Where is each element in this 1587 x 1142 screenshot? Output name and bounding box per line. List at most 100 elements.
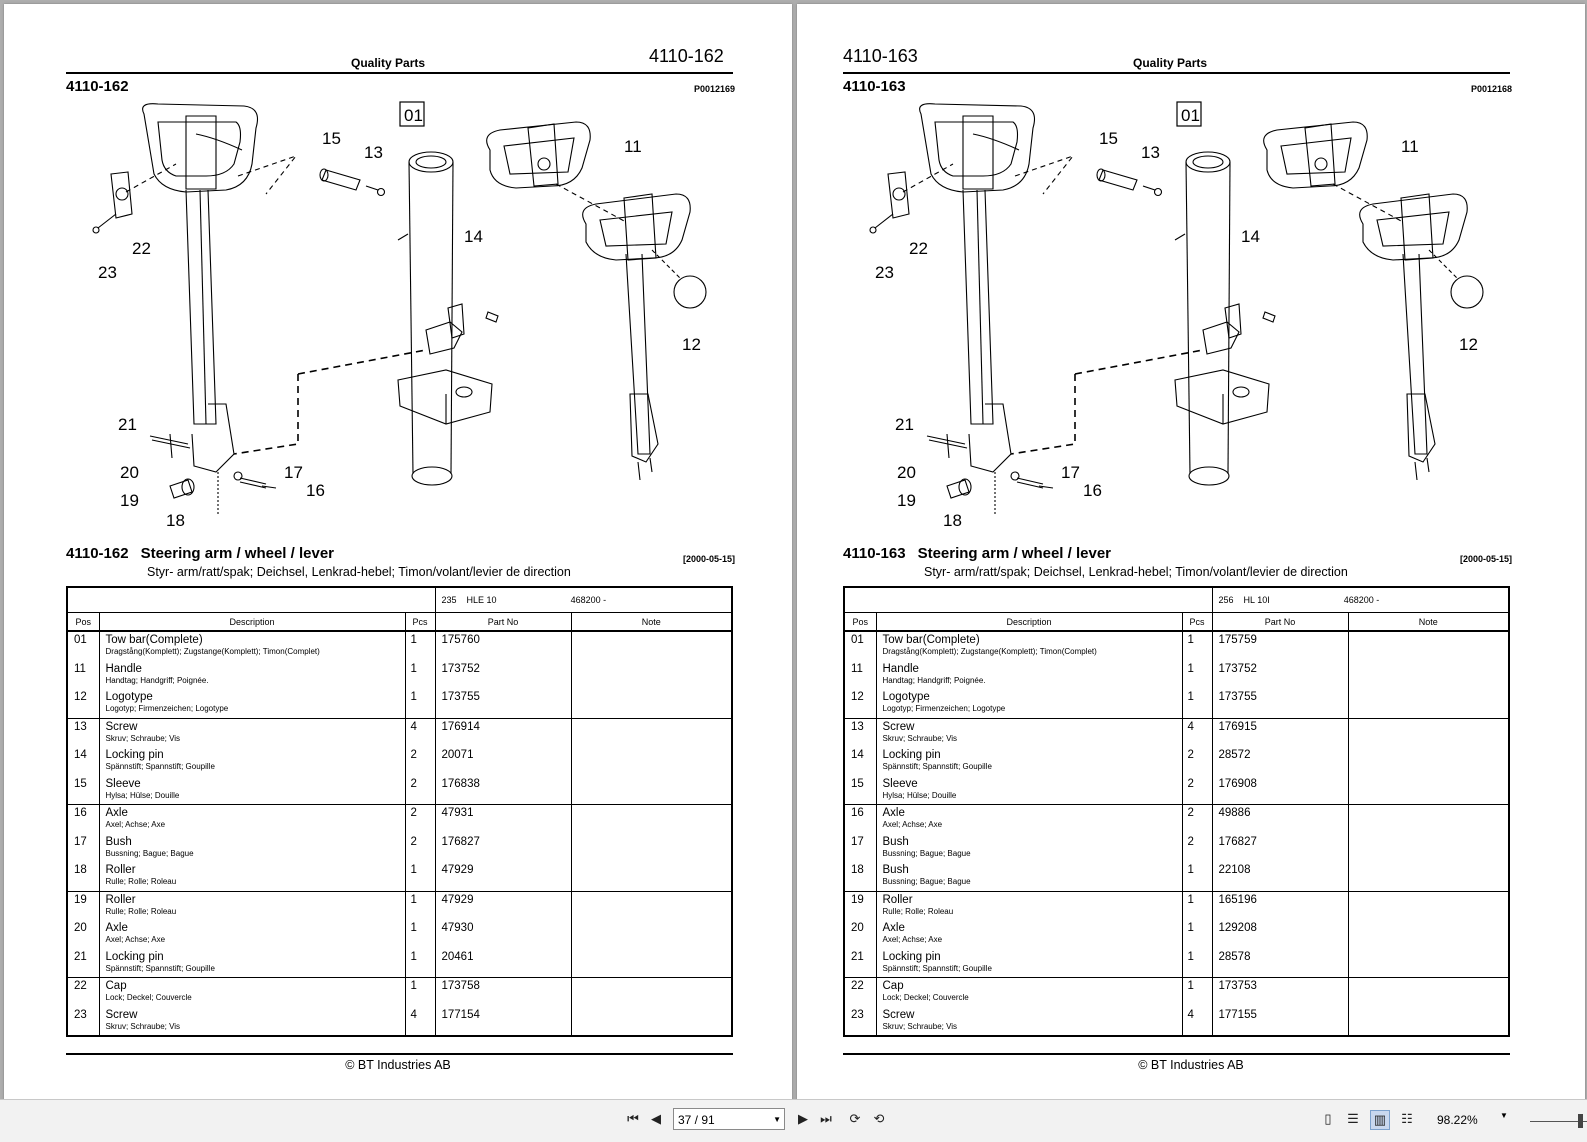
row-part-no: 173755 bbox=[435, 689, 572, 719]
row-translations: Dragstång(Komplett); Zugstange(Komplett)… bbox=[882, 647, 1097, 656]
zoom-dropdown-icon[interactable]: ▼ bbox=[1500, 1111, 1508, 1120]
two-page-view-icon[interactable]: ▥ bbox=[1370, 1110, 1390, 1130]
row-pos: 12 bbox=[67, 689, 100, 719]
row-part-no: 20461 bbox=[435, 948, 572, 978]
row-translations: Skruv; Schraube; Vis bbox=[105, 733, 181, 743]
title-number: 4110-163 bbox=[843, 78, 906, 95]
row-note bbox=[1348, 1007, 1509, 1037]
row-name: Cap bbox=[105, 980, 127, 992]
row-name: Roller bbox=[882, 893, 913, 906]
row-name: Roller bbox=[105, 864, 136, 876]
document-page-left: Quality Parts 4110-162 4110-162 P0012169 bbox=[4, 4, 792, 1105]
row-pos: 11 bbox=[844, 660, 877, 689]
row-pcs: 4 bbox=[1182, 718, 1213, 747]
row-pcs: 1 bbox=[1182, 948, 1213, 978]
image-id: P0012169 bbox=[693, 84, 735, 94]
row-note bbox=[1348, 718, 1509, 747]
row-pos: 15 bbox=[67, 775, 100, 805]
row-note bbox=[1348, 948, 1509, 978]
header-rule bbox=[66, 72, 733, 74]
callout-label: 11 bbox=[624, 137, 642, 156]
row-pcs: 2 bbox=[1182, 833, 1213, 862]
row-translations: Handtag; Handgriff; Poignée. bbox=[882, 675, 986, 685]
row-name: Screw bbox=[882, 720, 915, 733]
row-name: Locking pin bbox=[882, 749, 941, 761]
row-pos: 19 bbox=[67, 891, 100, 920]
callout-label: 16 bbox=[1083, 481, 1102, 500]
two-page-continuous-view-icon[interactable]: ☷ bbox=[1401, 1111, 1413, 1126]
continuous-view-icon[interactable]: ☰ bbox=[1347, 1111, 1359, 1126]
row-translations: Skruv; Schraube; Vis bbox=[882, 733, 958, 743]
single-page-view-icon[interactable]: ▯ bbox=[1324, 1111, 1332, 1126]
chevron-down-icon[interactable]: ▼ bbox=[773, 1115, 781, 1124]
zoom-level[interactable]: 98.22% bbox=[1437, 1113, 1478, 1127]
row-translations: Lock; Deckel; Couvercle bbox=[882, 993, 969, 1002]
row-pos: 18 bbox=[844, 862, 877, 892]
row-note bbox=[571, 718, 732, 747]
row-pcs: 1 bbox=[405, 948, 436, 978]
row-pos: 22 bbox=[67, 977, 100, 1007]
zoom-slider-track[interactable] bbox=[1530, 1121, 1587, 1122]
row-translations: Bussning; Bague; Bague bbox=[882, 848, 971, 858]
row-name: Tow bar(Complete) bbox=[882, 634, 980, 646]
rotate-cw-icon[interactable]: ⟳ bbox=[849, 1111, 861, 1126]
page-number-input[interactable]: 37 / 91 ▼ bbox=[673, 1108, 785, 1130]
callout-labels: 15 13 11 14 22 23 12 21 20 17 16 19 18 bbox=[98, 129, 701, 530]
row-note bbox=[1348, 805, 1509, 834]
row-pos: 16 bbox=[844, 804, 877, 834]
row-part-no: 47929 bbox=[435, 862, 572, 892]
row-pcs: 1 bbox=[1182, 660, 1213, 689]
row-pcs: 1 bbox=[405, 977, 436, 1007]
row-translations: Bussning; Bague; Bague bbox=[882, 877, 971, 886]
callout-labels: 15 13 11 14 22 23 12 21 20 17 16 19 18 bbox=[875, 129, 1478, 530]
row-part-no: 47930 bbox=[435, 920, 572, 949]
row-part-no: 176838 bbox=[435, 775, 572, 805]
exploded-parts-diagram: 15 13 11 14 22 23 12 21 20 17 16 19 18 0… bbox=[92, 101, 707, 530]
rotate-ccw-icon[interactable]: ⟲ bbox=[873, 1111, 885, 1126]
prev-page-icon[interactable]: ◀ bbox=[651, 1111, 661, 1126]
row-pcs: 1 bbox=[405, 660, 436, 689]
row-note bbox=[571, 747, 732, 776]
page-indicator: 37 / 91 bbox=[678, 1113, 715, 1127]
row-pcs: 2 bbox=[405, 775, 436, 805]
row-name: Handle bbox=[105, 662, 142, 675]
row-translations: Logotyp; Firmenzeichen; Logotype bbox=[882, 704, 1006, 713]
row-part-no: 129208 bbox=[1212, 920, 1349, 949]
row-part-no: 173758 bbox=[435, 977, 572, 1007]
callout-label: 16 bbox=[306, 481, 325, 500]
callout-label: 23 bbox=[98, 263, 117, 282]
section-subtitle: Styr- arm/ratt/spak; Deichsel, Lenkrad-h… bbox=[147, 565, 571, 579]
zoom-slider-handle[interactable] bbox=[1578, 1114, 1583, 1128]
row-pcs: 1 bbox=[1182, 891, 1213, 920]
row-pcs: 1 bbox=[1182, 689, 1213, 719]
callout-label: 13 bbox=[1141, 143, 1160, 162]
first-page-icon[interactable]: ⏮ bbox=[627, 1111, 639, 1126]
row-note bbox=[571, 891, 732, 920]
last-page-icon[interactable]: ⏭ bbox=[820, 1111, 832, 1126]
next-page-icon[interactable]: ▶ bbox=[798, 1111, 808, 1126]
row-note bbox=[571, 920, 732, 949]
callout-label: 14 bbox=[1241, 227, 1260, 246]
row-translations: Logotyp; Firmenzeichen; Logotype bbox=[105, 704, 229, 713]
callout-label: 18 bbox=[943, 511, 962, 530]
